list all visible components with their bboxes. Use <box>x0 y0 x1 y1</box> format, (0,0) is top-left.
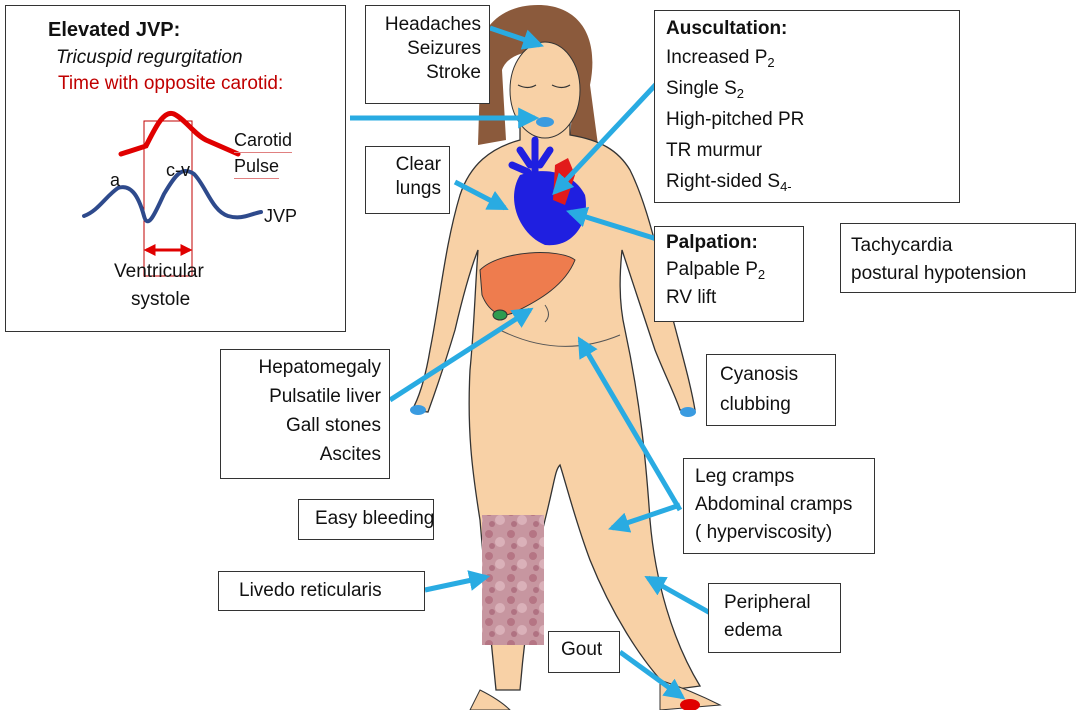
edema-line-1: Peripheral <box>724 591 840 615</box>
tachy-line-2: postural hypotension <box>851 258 1075 286</box>
liver-line-3: Gall stones <box>221 414 381 443</box>
liver-line-2: Pulsatile liver <box>221 385 381 414</box>
gallbladder <box>493 310 507 320</box>
cyanosis-line-1: Cyanosis <box>720 363 835 387</box>
head-line-1: Headaches <box>366 13 481 37</box>
livedo-line: Livedo reticularis <box>239 579 424 603</box>
livedo-patch <box>482 515 544 645</box>
jvp-panel: Elevated JVP: Tricuspid regurgitation Ti… <box>5 5 346 332</box>
head-box: Headaches Seizures Stroke <box>365 5 490 104</box>
liver-line-4: Ascites <box>221 443 381 467</box>
cyanosis-line-2: clubbing <box>720 387 835 417</box>
label-systole: systole <box>131 288 190 312</box>
edema-box: Peripheral edema <box>708 583 841 653</box>
palpation-item: Palpable P2 <box>666 255 803 282</box>
auscultation-item: High-pitched PR <box>666 101 959 132</box>
arrow-livedo <box>425 577 486 590</box>
left-foot <box>470 690 510 710</box>
auscultation-item: Right-sided S4- <box>666 163 959 194</box>
auscultation-item: Single S2 <box>666 70 959 101</box>
label-jvp: JVP <box>264 204 297 228</box>
auscultation-title: Auscultation: <box>666 17 959 41</box>
head-line-2: Seizures <box>366 37 481 61</box>
bleeding-box: Easy bleeding <box>298 499 434 540</box>
bleeding-line: Easy bleeding <box>315 507 433 531</box>
cramps-line-2: Abdominal cramps <box>695 493 874 521</box>
tachy-line-1: Tachycardia <box>851 234 1075 258</box>
auscultation-item: TR murmur <box>666 132 959 163</box>
head-line-3: Stroke <box>366 61 481 85</box>
lungs-box: Clear lungs <box>365 146 450 214</box>
auscultation-box: Auscultation: Increased P2 Single S2 Hig… <box>654 10 960 203</box>
tachycardia-box: Tachycardia postural hypotension <box>840 223 1076 293</box>
cramps-box: Leg cramps Abdominal cramps ( hypervisco… <box>683 458 875 554</box>
label-pulse: Pulse <box>234 154 279 179</box>
cramps-line-3: ( hyperviscosity) <box>695 521 874 545</box>
auscultation-item: Increased P2 <box>666 41 959 70</box>
palpation-title: Palpation: <box>666 231 803 255</box>
edema-line-2: edema <box>724 615 840 643</box>
lungs-line-2: lungs <box>366 177 441 201</box>
systole-window <box>144 121 192 276</box>
cyanosis-box: Cyanosis clubbing <box>706 354 836 426</box>
label-cv: c-v <box>166 158 190 182</box>
right-hand <box>680 407 696 417</box>
lungs-line-1: Clear <box>366 153 441 177</box>
gout-line: Gout <box>561 638 619 662</box>
palpation-item: RV lift <box>666 282 803 310</box>
label-ventricular: Ventricular <box>114 260 204 284</box>
label-carotid: Carotid <box>234 128 292 153</box>
lips-cyanotic <box>536 117 554 127</box>
liver-line-1: Hepatomegaly <box>221 356 381 385</box>
carotid-trace <box>121 113 238 154</box>
left-hand <box>410 405 426 415</box>
gout-box: Gout <box>548 631 620 673</box>
label-a: a <box>110 168 120 192</box>
palpation-box: Palpation: Palpable P2 RV lift <box>654 226 804 322</box>
liver-box: Hepatomegaly Pulsatile liver Gall stones… <box>220 349 390 479</box>
livedo-box: Livedo reticularis <box>218 571 425 611</box>
cramps-line-1: Leg cramps <box>695 465 874 493</box>
